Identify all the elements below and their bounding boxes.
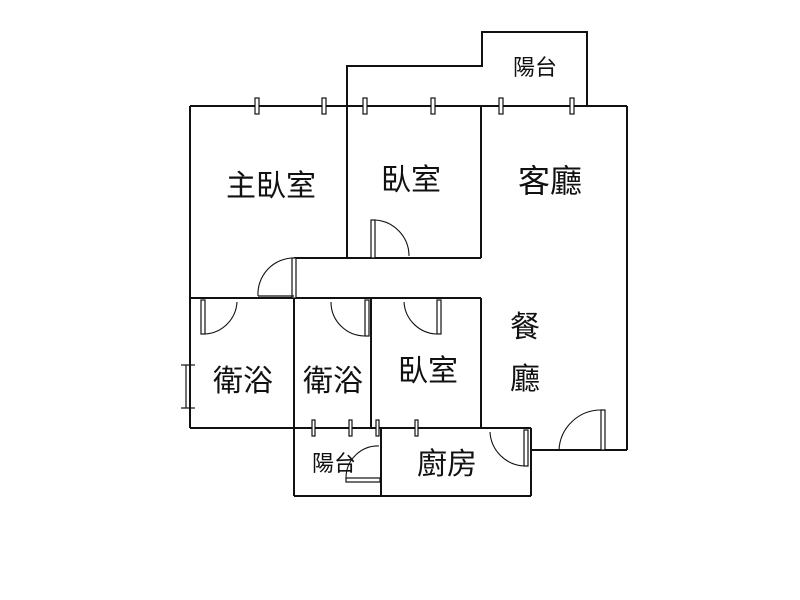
windows [181,97,575,437]
door-bath-west [200,299,238,335]
window-tick [414,419,419,437]
window-tick [348,419,353,437]
label-bath-mid: 衛浴 [303,364,363,399]
door-bath-mid [330,299,370,337]
window-tick [362,97,368,115]
door-kitchen [489,429,529,467]
door-bedroom-north [370,219,410,259]
window-tick [321,97,327,115]
label-living-room: 客廳 [518,162,582,200]
doors [200,219,606,483]
window-tick [498,97,504,115]
window-tick [430,97,436,115]
window-tick [375,419,380,437]
window-tick [569,97,575,115]
door-balcony-bottom [345,445,381,483]
door-dining [558,409,606,451]
label-dining-line1: 餐 [510,310,540,345]
door-master-bedroom [257,257,297,299]
label-bedroom-south: 臥室 [398,354,458,389]
door-bedroom-south [403,299,442,335]
label-master-bedroom: 主臥室 [226,169,316,204]
window-tick [311,419,316,437]
label-dining-line2: 廳 [510,362,540,397]
label-balcony-top: 陽台 [513,56,557,81]
label-kitchen: 廚房 [417,447,477,482]
room-labels: 陽台 主臥室 臥室 客廳 餐 廳 衛浴 衛浴 臥室 陽台 廚房 [213,56,582,482]
window-tick [254,97,260,115]
label-balcony-bottom: 陽台 [312,452,356,477]
walls [189,31,628,497]
label-bedroom-north: 臥室 [381,163,441,198]
wall-balcony-top [346,31,588,106]
label-bath-west: 衛浴 [213,364,273,399]
